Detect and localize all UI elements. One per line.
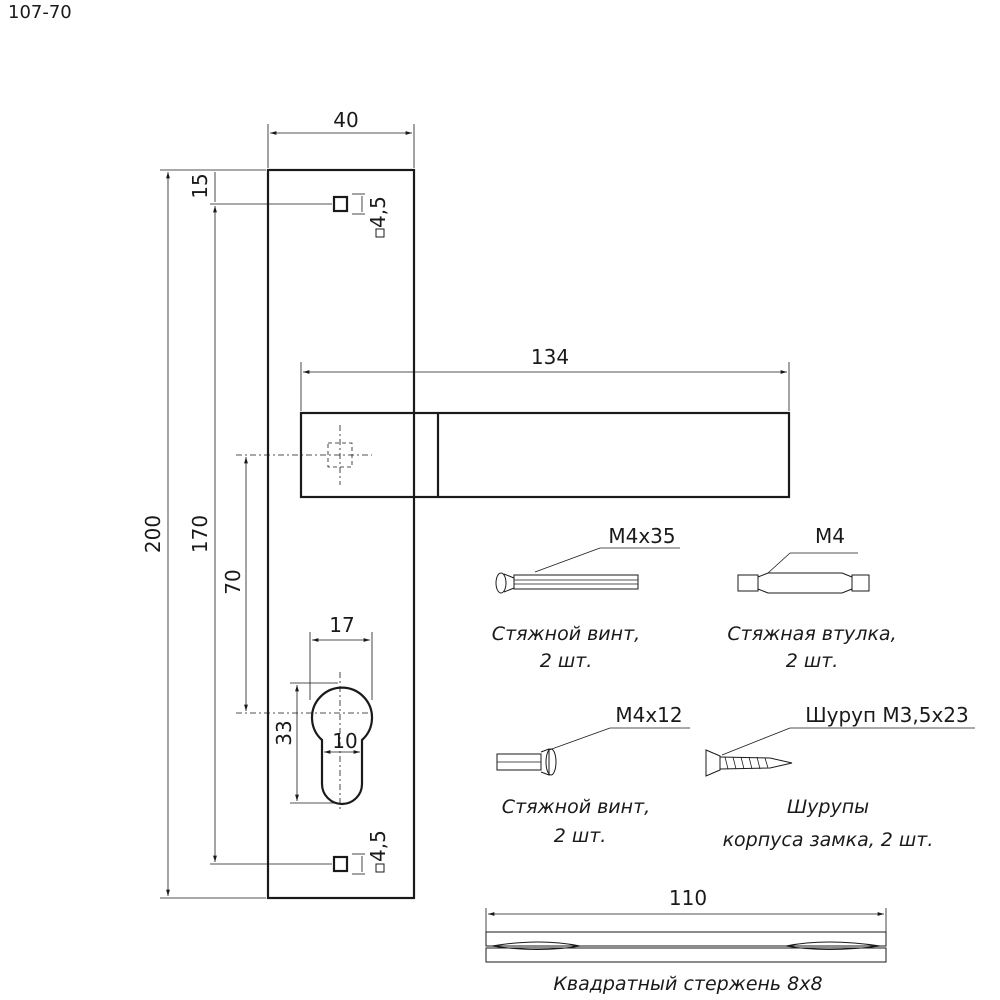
dim-top-offset: 15 — [188, 172, 332, 205]
part-sleeve-spec: M4 — [815, 524, 845, 548]
dim-hole-size-bottom: 4,5 — [352, 830, 390, 875]
part-wood-screw-label-2: корпуса замка, 2 шт. — [723, 829, 934, 851]
part-screw-long-label-2: 2 шт. — [540, 650, 593, 672]
dim-hole-size-bottom-label: 4,5 — [366, 830, 390, 862]
part-screw-short-label-2: 2 шт. — [554, 825, 607, 847]
part-sleeve-label-1: Стяжная втулка, — [727, 623, 896, 645]
top-screw-hole — [332, 195, 385, 238]
dim-plate-width: 40 — [267, 108, 415, 168]
bottom-screw-hole — [332, 855, 385, 873]
dim-hole-size-top: 4,5 — [352, 193, 390, 228]
dim-cylinder-width-label: 17 — [329, 613, 354, 637]
dim-plate-height-label: 200 — [141, 515, 165, 553]
part-spindle: 110 Квадратный стержень 8x8 — [485, 886, 887, 995]
dim-plate-height: 200 — [141, 169, 266, 899]
dim-handle-length-label: 134 — [531, 345, 569, 369]
dim-handle-to-cylinder: 70 — [221, 457, 248, 711]
drawing-title: 107-70 — [8, 2, 72, 23]
dim-cylinder-height: 33 — [272, 682, 338, 804]
door-plate — [266, 168, 416, 900]
dim-top-offset-label: 15 — [188, 173, 212, 198]
part-wood-screw-spec: Шуруп M3,5x23 — [805, 703, 969, 727]
dim-cylinder-slot-label: 10 — [332, 729, 357, 753]
part-screw-long-label-1: Стяжной винт, — [492, 623, 640, 645]
dim-handle-length: 134 — [300, 345, 790, 411]
part-screw-long: M4x35 Стяжной винт, 2 шт. — [492, 524, 680, 672]
dim-handle-to-cylinder-label: 70 — [221, 569, 245, 594]
part-screw-long-spec: M4x35 — [608, 524, 675, 548]
part-spindle-label: Квадратный стержень 8x8 — [553, 973, 822, 995]
dim-plate-width-label: 40 — [333, 108, 358, 132]
dim-cylinder-height-label: 33 — [272, 720, 296, 745]
dim-holes-distance-label: 170 — [188, 515, 212, 553]
part-sleeve: M4 Стяжная втулка, 2 шт. — [727, 524, 896, 672]
dim-cylinder-width: 17 — [309, 613, 373, 700]
part-screw-short: M4x12 Стяжной винт, 2 шт. — [496, 703, 690, 847]
part-spindle-length: 110 — [669, 886, 707, 910]
dim-hole-size-top-label: 4,5 — [366, 196, 390, 228]
part-sleeve-label-2: 2 шт. — [786, 650, 839, 672]
dim-cylinder-slot: 10 — [324, 729, 360, 754]
part-wood-screw-label-1: Шурупы — [787, 796, 869, 818]
dim-holes-distance: 170 — [188, 206, 332, 865]
part-wood-screw: Шуруп M3,5x23 Шурупы корпуса замка, 2 шт… — [705, 703, 975, 851]
part-screw-short-spec: M4x12 — [615, 703, 682, 727]
part-screw-short-label-1: Стяжной винт, — [502, 796, 650, 818]
lever-handle — [236, 411, 791, 499]
